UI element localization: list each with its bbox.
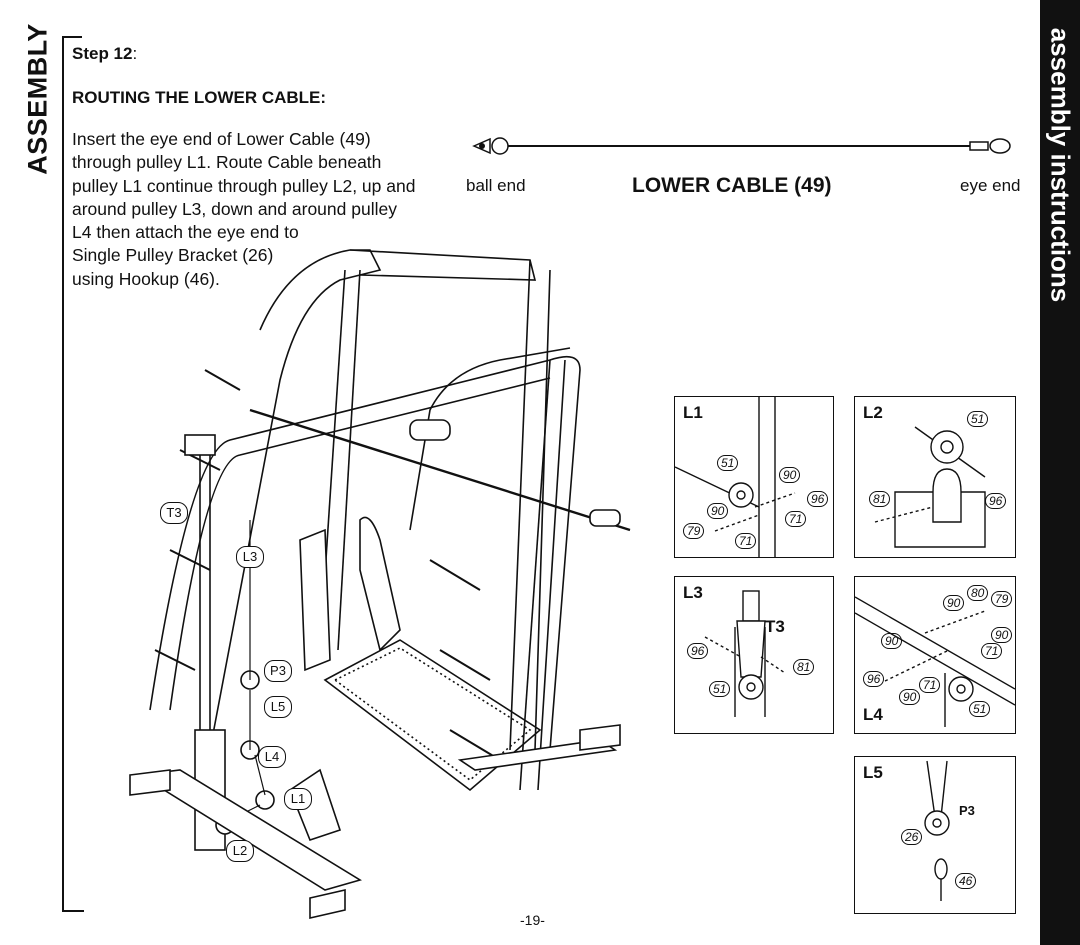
left-bracket-bottom: [62, 910, 84, 912]
callout-l4: L4: [258, 746, 286, 768]
part-79: 79: [991, 591, 1013, 607]
panel-l3-drawing: [704, 590, 786, 717]
left-bracket-vertical: [62, 36, 64, 912]
part-90-c: 90: [991, 627, 1013, 643]
part-90: 90: [943, 595, 965, 611]
callout-l1: L1: [284, 788, 312, 810]
part-51: 51: [967, 411, 989, 427]
part-96: 96: [687, 643, 709, 659]
part-51: 51: [717, 455, 739, 471]
panel-l1-drawing: [675, 397, 796, 557]
step-label: Step 12: [72, 44, 133, 63]
part-71: 71: [785, 511, 807, 527]
section-tab-label: ASSEMBLY: [22, 23, 53, 175]
part-81: 81: [793, 659, 815, 675]
part-96: 96: [863, 671, 885, 687]
smith-machine-drawing: [129, 249, 631, 920]
panel-label-l2: L2: [863, 403, 883, 422]
cable-ball-end-label: ball end: [466, 176, 526, 195]
instructions-text: Insert the eye end of Lower Cable (49) t…: [72, 129, 416, 289]
panel-sublabel-t3: T3: [765, 617, 785, 636]
part-51: 51: [709, 681, 731, 697]
right-tab-label: assembly instructions: [1045, 27, 1076, 303]
panel-sublabel-p3: P3: [959, 803, 975, 818]
part-51: 51: [969, 701, 991, 717]
callout-l3: L3: [236, 546, 264, 568]
panel-l2-drawing: [874, 426, 986, 548]
part-96: 96: [985, 493, 1007, 509]
panel-label-l3: L3: [683, 583, 703, 602]
part-80: 80: [967, 585, 989, 601]
part-71: 71: [981, 643, 1003, 659]
cable-title: LOWER CABLE (49): [632, 174, 832, 197]
part-81: 81: [869, 491, 891, 507]
section-heading: ROUTING THE LOWER CABLE:: [72, 88, 327, 107]
part-90-b: 90: [707, 503, 729, 519]
part-90-d: 90: [899, 689, 921, 705]
panel-label-l1: L1: [683, 403, 703, 422]
lower-cable-illustration: [472, 137, 1011, 155]
cable-eye-end-label: eye end: [960, 176, 1021, 195]
panel-l5-drawing: [924, 760, 950, 901]
step-suffix: :: [132, 44, 138, 63]
detail-panel-l5: L5 P3 26 46: [854, 756, 1016, 914]
detail-panel-l1: L1 51 90 96 90 71 79 71: [674, 396, 834, 558]
part-79: 79: [683, 523, 705, 539]
callout-p3: P3: [264, 660, 292, 682]
floor-mat: [323, 639, 542, 792]
part-71-b: 71: [735, 533, 757, 549]
callout-t3: T3: [160, 502, 188, 524]
part-90: 90: [779, 467, 801, 483]
section-tab-assembly: ASSEMBLY: [10, 23, 66, 175]
left-bracket-top: [62, 36, 82, 38]
part-26: 26: [901, 829, 923, 845]
part-90-b: 90: [881, 633, 903, 649]
step-title: Step 12:: [72, 44, 137, 64]
detail-panel-l4: L4 80 79 90 90 90 71 96 71 90 51: [854, 576, 1016, 734]
part-71-b: 71: [919, 677, 941, 693]
part-96: 96: [807, 491, 829, 507]
detail-panel-l2: L2 51 81 96: [854, 396, 1016, 558]
right-tab: assembly instructions: [1040, 0, 1080, 945]
part-46: 46: [955, 873, 977, 889]
panel-label-l4: L4: [863, 705, 883, 724]
callout-l2: L2: [226, 840, 254, 862]
panel-label-l5: L5: [863, 763, 883, 782]
detail-panel-l3: L3 T3 96 81 51: [674, 576, 834, 734]
page-number: -19-: [520, 912, 545, 928]
callout-l5: L5: [264, 696, 292, 718]
panel-l4-drawing: [855, 596, 1015, 727]
